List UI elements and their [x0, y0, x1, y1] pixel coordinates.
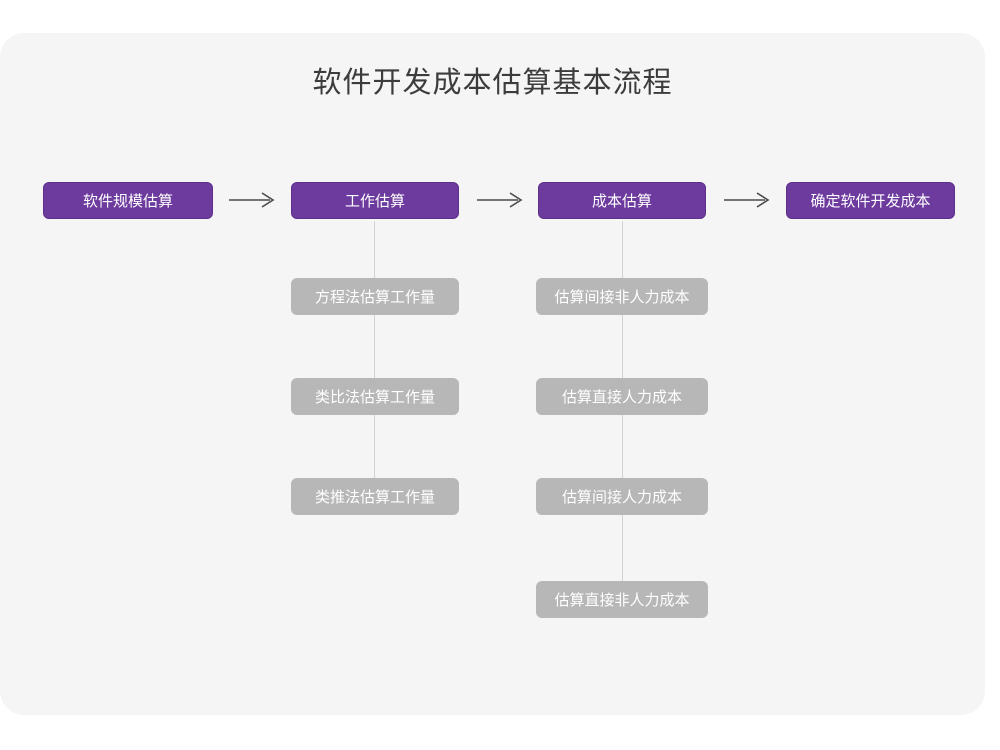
branch-node-col3-4[interactable]: 估算直接非人力成本	[536, 581, 708, 618]
flow-node-step-2[interactable]: 工作估算	[291, 182, 459, 219]
flow-node-label: 成本估算	[591, 193, 652, 210]
branch-node-label: 估算直接人力成本	[561, 389, 682, 406]
connector-line-col2	[374, 221, 375, 483]
flow-node-step-3[interactable]: 成本估算	[538, 182, 706, 219]
branch-node-col2-1[interactable]: 方程法估算工作量	[291, 278, 459, 315]
branch-node-col3-3[interactable]: 估算间接人力成本	[536, 478, 708, 515]
branch-node-col2-2[interactable]: 类比法估算工作量	[291, 378, 459, 415]
page-title: 软件开发成本估算基本流程	[312, 67, 673, 99]
flow-node-step-1[interactable]: 软件规模估算	[43, 182, 213, 219]
branch-node-col2-3[interactable]: 类推法估算工作量	[291, 478, 459, 515]
branch-node-label: 方程法估算工作量	[314, 289, 435, 306]
branch-node-label: 类推法估算工作量	[314, 489, 435, 506]
slide-card	[0, 33, 985, 715]
flow-node-label: 软件规模估算	[82, 193, 173, 210]
flow-node-step-4[interactable]: 确定软件开发成本	[786, 182, 955, 219]
branch-node-label: 估算直接非人力成本	[554, 592, 690, 609]
arrow-right-icon-3	[724, 191, 770, 209]
branch-node-label: 估算间接非人力成本	[554, 289, 690, 306]
branch-node-col3-1[interactable]: 估算间接非人力成本	[536, 278, 708, 315]
branch-node-label: 估算间接人力成本	[561, 489, 682, 506]
flow-node-label: 工作估算	[344, 193, 405, 210]
arrow-right-icon-1	[229, 191, 275, 209]
branch-node-label: 类比法估算工作量	[314, 389, 435, 406]
branch-node-col3-2[interactable]: 估算直接人力成本	[536, 378, 708, 415]
flow-node-label: 确定软件开发成本	[810, 193, 931, 210]
arrow-right-icon-2	[477, 191, 523, 209]
